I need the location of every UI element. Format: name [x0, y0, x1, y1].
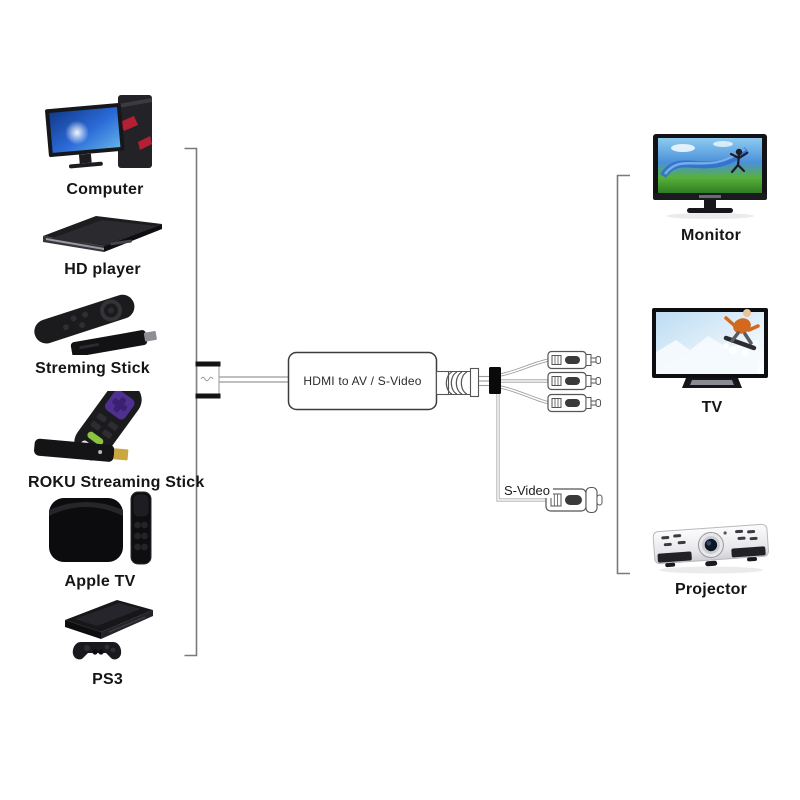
apple-tv-icon — [49, 491, 152, 565]
output-cable — [435, 367, 490, 398]
output-projector-label: Projector — [674, 581, 748, 598]
converter-label: HDMI to AV / S-Video — [303, 373, 422, 388]
svideo-plug-icon — [545, 486, 603, 514]
source-computer-label: Computer — [66, 181, 144, 198]
snowboarder-figure — [723, 309, 760, 357]
source-ps3-label: PS3 — [92, 671, 123, 688]
source-hd-player-label: HD player — [64, 261, 141, 278]
cable-tie — [489, 367, 501, 394]
output-monitor: Monitor — [653, 134, 769, 245]
output-tv-label: TV — [701, 399, 723, 416]
source-ps3: PS3 — [55, 592, 160, 689]
right-bracket — [616, 174, 630, 575]
left-bracket — [184, 147, 198, 657]
source-hd-player: HD player — [40, 212, 165, 279]
source-roku-streaming-stick: ROKU Streaming Stick — [28, 391, 205, 492]
svideo-label: S-Video — [501, 483, 554, 498]
source-streaming-stick-label: Streming Stick — [35, 360, 150, 377]
coil-strain-relief — [445, 371, 468, 395]
hdmi-plug-icon — [195, 361, 221, 399]
source-roku-streaming-stick-label: ROKU Streaming Stick — [28, 474, 205, 491]
ps3-icon — [65, 600, 153, 660]
ps3-controller — [72, 642, 122, 660]
streaming-stick-icon — [34, 294, 157, 355]
source-computer: Computer — [45, 92, 165, 199]
output-tv: TV — [650, 300, 774, 417]
jumping-figure — [729, 148, 749, 174]
hdmi-cable — [218, 376, 289, 383]
source-apple-tv: Apple TV — [45, 490, 155, 591]
source-streaming-stick: Streming Stick — [25, 291, 160, 378]
output-projector: Projector — [648, 516, 774, 599]
projector-icon — [652, 523, 770, 574]
monitor-icon — [653, 134, 767, 219]
computer-icon — [45, 95, 152, 169]
output-monitor-label: Monitor — [680, 227, 742, 244]
rca-plug-icon-1 — [547, 350, 601, 370]
rca-plug-icon-2 — [547, 371, 601, 391]
hd-player-icon — [43, 216, 162, 252]
rca-plug-icon-3 — [547, 393, 601, 413]
svideo-cable — [496, 390, 548, 502]
source-apple-tv-label: Apple TV — [64, 573, 136, 590]
roku-streaming-stick-icon — [34, 391, 142, 462]
tv-icon — [652, 308, 768, 388]
rca-fanout-wires — [499, 358, 550, 405]
